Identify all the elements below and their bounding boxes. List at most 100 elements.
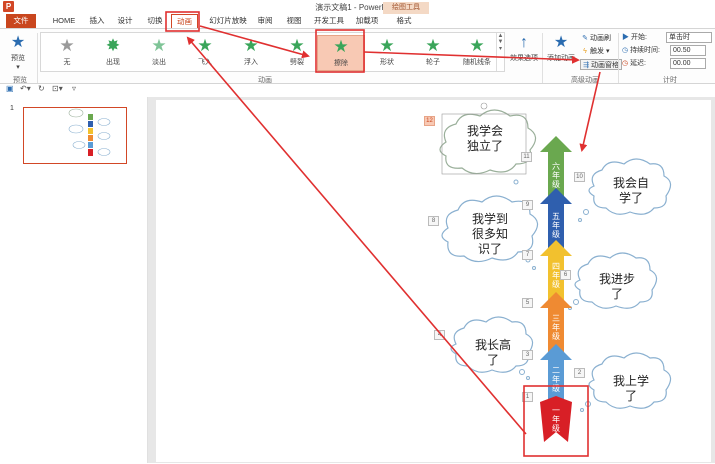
star-icon: ★ bbox=[59, 36, 75, 55]
customize-qat-icon[interactable]: ▿ bbox=[72, 84, 77, 93]
preview-star-icon: ★ bbox=[10, 34, 26, 51]
tab-file[interactable]: 文件 bbox=[6, 14, 36, 28]
start-from-beginning-icon[interactable]: ⊡▾ bbox=[52, 84, 63, 93]
tab-design[interactable]: 设计 bbox=[117, 16, 133, 25]
animation-tag[interactable]: 8 bbox=[428, 216, 439, 226]
timing-start-row: ▶ 开始: 单击时 bbox=[622, 32, 712, 44]
redo-icon[interactable]: ↻ bbox=[38, 84, 45, 93]
star-icon: ★ bbox=[469, 36, 485, 55]
star-icon: ★ bbox=[243, 36, 259, 55]
animation-tag[interactable]: 9 bbox=[522, 200, 533, 210]
preview-button[interactable]: ★ 预览 ▾ bbox=[6, 33, 30, 71]
cloud-text-progress: 我进步了 bbox=[598, 272, 635, 301]
animation-tag[interactable]: 2 bbox=[574, 368, 585, 378]
star-icon: ★ bbox=[289, 36, 305, 55]
clock-icon: ◷ bbox=[622, 47, 631, 54]
anim-none[interactable]: ★无 bbox=[43, 35, 91, 71]
slide-canvas[interactable]: 我学会独立了 我会自学了 我学到很多知识了 我进步了 我长高了 我上学了 六年级… bbox=[156, 100, 711, 462]
sparkle-star-icon: ✸ bbox=[105, 36, 121, 55]
animation-painter-button[interactable]: ✎动画刷 bbox=[580, 33, 611, 44]
anim-split[interactable]: ★ 劈裂 bbox=[273, 35, 321, 71]
anim-label: 出现 bbox=[106, 59, 120, 66]
animation-tag[interactable]: 3 bbox=[522, 350, 533, 360]
thumbnail-preview bbox=[68, 108, 111, 156]
animation-tag[interactable]: 1 bbox=[522, 392, 533, 402]
grade-label: 六年级 bbox=[552, 162, 560, 189]
window-title: 演示文稿1 - PowerPoint bbox=[315, 3, 400, 12]
animation-tag[interactable]: 10 bbox=[574, 172, 585, 182]
undo-icon[interactable]: ↶▾ bbox=[20, 84, 31, 93]
animation-tag[interactable]: 11 bbox=[521, 152, 532, 162]
tab-addins[interactable]: 加载项 bbox=[355, 16, 379, 25]
grade-label: 一年级 bbox=[552, 406, 560, 433]
duration-input[interactable]: 00.50 bbox=[670, 45, 706, 56]
anim-label: 形状 bbox=[380, 59, 394, 66]
cloud-shape bbox=[588, 352, 672, 409]
tab-format[interactable]: 格式 bbox=[396, 16, 412, 25]
chevron-down-icon: ▾ bbox=[16, 64, 20, 71]
cloud-text-independent: 我学会独立了 bbox=[466, 124, 503, 153]
anim-appear[interactable]: ✸ 出现 bbox=[89, 35, 137, 71]
animation-painter-label: 动画刷 bbox=[590, 35, 611, 42]
anim-fade[interactable]: ★ 淡出 bbox=[135, 35, 183, 71]
anim-float-in[interactable]: ★ 浮入 bbox=[227, 35, 275, 71]
slide-thumbnail[interactable] bbox=[23, 107, 127, 164]
tab-slideshow[interactable]: 幻灯片放映 bbox=[209, 16, 247, 25]
anim-fly-in[interactable]: ★飞入 bbox=[181, 35, 229, 71]
timing-delay-row: ◷ 延迟: 00.00 bbox=[622, 58, 706, 70]
effect-options-button[interactable]: ↑ 效果选项 bbox=[509, 33, 539, 63]
delay-label: 延迟: bbox=[630, 60, 647, 67]
animation-pane-icon: ⇶ bbox=[583, 62, 589, 69]
star-icon: ★ bbox=[151, 36, 167, 55]
cloud-text-school: 我上学了 bbox=[612, 374, 649, 403]
anim-wipe[interactable]: ★擦除 bbox=[317, 35, 365, 71]
animation-tag[interactable]: 7 bbox=[522, 250, 533, 260]
timing-duration-row: ◷ 持续时间: 00.50 bbox=[622, 45, 706, 57]
cloud-text-taller: 我长高了 bbox=[474, 338, 511, 367]
group-divider bbox=[618, 33, 619, 83]
ribbon: ★ 预览 ▾ 预览 ★无 ✸出现 ★淡出 ★飞入 ★浮入 ★劈裂 ★擦除 ★形状… bbox=[0, 28, 715, 84]
tab-view[interactable]: 视图 bbox=[286, 16, 302, 25]
group-divider bbox=[542, 33, 543, 83]
start-select[interactable]: 单击时 bbox=[666, 32, 712, 43]
star-icon: ★ bbox=[425, 36, 441, 55]
tab-review[interactable]: 审阅 bbox=[257, 16, 273, 25]
gallery-scrollbar[interactable]: ▲▼▾ bbox=[496, 33, 504, 71]
brush-icon: ✎ bbox=[582, 35, 588, 42]
animation-pane-button[interactable]: ⇶动画窗格 bbox=[580, 59, 622, 70]
anim-label: 劈裂 bbox=[290, 59, 304, 66]
animation-tag[interactable]: 5 bbox=[522, 298, 533, 308]
anim-label: 随机线条 bbox=[463, 59, 491, 66]
anim-label: 淡出 bbox=[152, 59, 166, 66]
add-animation-button[interactable]: ★ 添加动画 bbox=[545, 33, 577, 63]
play-icon: ▶ bbox=[622, 34, 631, 41]
animation-pane-label: 动画窗格 bbox=[591, 62, 619, 69]
anim-label: 浮入 bbox=[244, 59, 258, 66]
add-star-icon: ★ bbox=[553, 34, 569, 51]
cloud-text-knowledge: 我学到很多知识了 bbox=[471, 212, 508, 256]
powerpoint-icon[interactable]: P bbox=[3, 1, 14, 12]
grade-label: 五年级 bbox=[552, 212, 560, 239]
title-bar: P 演示文稿1 - PowerPoint 绘图工具 bbox=[0, 0, 715, 14]
lightning-icon: ϟ bbox=[583, 48, 587, 55]
star-icon: ★ bbox=[379, 36, 395, 55]
animation-tag[interactable]: 6 bbox=[560, 270, 571, 280]
anim-shape[interactable]: ★ 形状 bbox=[363, 35, 411, 71]
star-icon: ★ bbox=[333, 37, 349, 56]
animation-tag[interactable]: 4 bbox=[434, 330, 445, 340]
save-icon[interactable]: ▣ bbox=[6, 84, 14, 93]
tab-transitions[interactable]: 切换 bbox=[147, 16, 163, 25]
anim-wheel[interactable]: ★轮子 bbox=[409, 35, 457, 71]
grade-label: 四年级 bbox=[552, 262, 560, 289]
anim-random-bars[interactable]: ★ 随机线条 bbox=[453, 35, 501, 71]
star-icon: ★ bbox=[197, 36, 213, 55]
animation-tag[interactable]: 12 bbox=[424, 116, 435, 126]
ribbon-tabs: 文件 HOME 插入 设计 切换 动画 幻灯片放映 审阅 视图 开发工具 加载项… bbox=[0, 14, 715, 28]
tab-animations[interactable]: 动画 bbox=[171, 14, 198, 28]
tab-insert[interactable]: 插入 bbox=[89, 16, 105, 25]
tab-home[interactable]: HOME bbox=[52, 16, 76, 25]
tab-developer[interactable]: 开发工具 bbox=[314, 16, 344, 25]
delay-input[interactable]: 00.00 bbox=[670, 58, 706, 69]
add-animation-label: 添加动画 bbox=[547, 55, 575, 62]
